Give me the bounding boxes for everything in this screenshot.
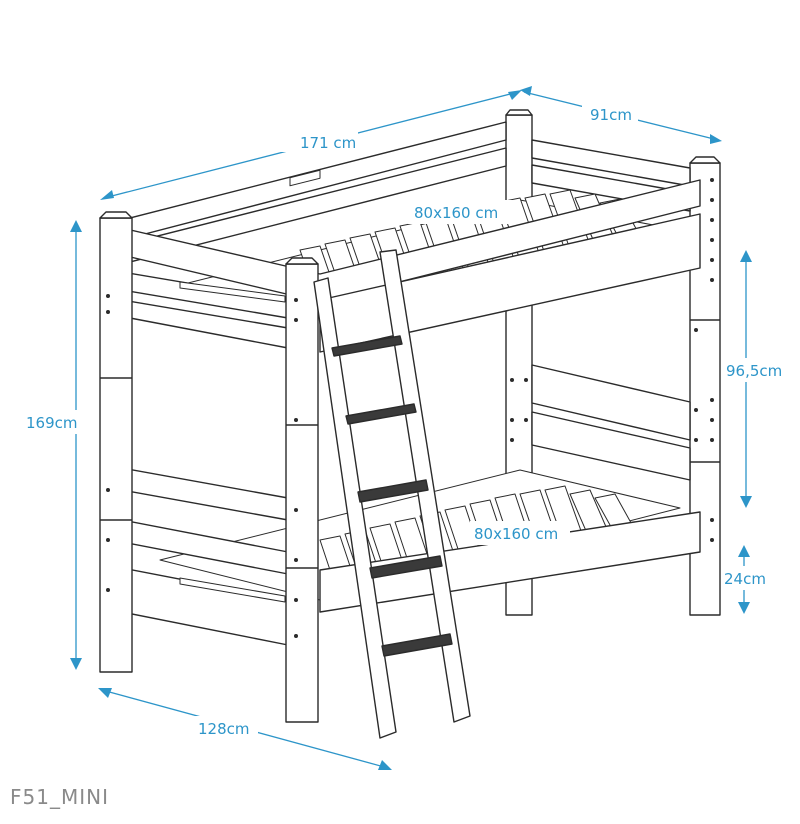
loose-slat: [179, 281, 286, 303]
arrowhead: [70, 658, 82, 670]
front-left-post: [285, 263, 319, 723]
loose-slat: [179, 577, 286, 603]
front-lower-side-rail: [319, 511, 701, 613]
dimension-label-length: 171 cm: [300, 134, 356, 152]
arrowhead: [98, 688, 112, 698]
arrowhead: [740, 250, 752, 262]
ladder-left-rail: [313, 277, 397, 739]
arrowhead: [100, 190, 114, 200]
arrowhead: [738, 545, 750, 557]
post-cap: [99, 211, 133, 219]
ladder-rung: [331, 335, 403, 357]
post-cap: [689, 156, 721, 164]
slat: [289, 169, 321, 187]
ladder-rung: [345, 403, 417, 425]
arrowhead: [378, 760, 392, 770]
dimension-label-width: 91cm: [590, 106, 632, 124]
right-lower-board-2: [531, 411, 691, 481]
arrowhead: [508, 90, 522, 100]
ladder-rung: [381, 633, 453, 657]
post-cap: [285, 257, 319, 265]
dimension-labels: 171 cm 91cm 169cm 80x160 cm 96,5cm 80x16…: [22, 102, 794, 740]
dimension-label-inner-length: 128cm: [198, 720, 250, 738]
dimension-label-clearance: 24cm: [724, 570, 766, 588]
post-cap: [505, 109, 533, 116]
left-end-panel: [129, 317, 289, 561]
bunk-bed-drawing: [99, 109, 721, 739]
ladder: [313, 249, 471, 739]
dimension-label-lower-mattress: 80x160 cm: [474, 525, 558, 543]
ladder-rung: [357, 479, 429, 503]
front-upper-side-rail: [319, 213, 701, 353]
arrowhead: [738, 602, 750, 614]
dimension-label-bunk-spacing: 96,5cm: [726, 362, 782, 380]
arrowhead: [740, 496, 752, 508]
arrowhead: [70, 220, 82, 232]
bolt-holes: [106, 178, 714, 638]
model-name: F51_MINI: [10, 785, 109, 809]
dimension-label-height: 169cm: [26, 414, 78, 432]
back-left-post: [99, 217, 133, 673]
right-lower-board: [531, 364, 691, 441]
arrowhead: [710, 134, 722, 144]
arrowhead: [520, 86, 532, 96]
ladder-rung: [369, 555, 443, 579]
dimension-label-upper-mattress: 80x160 cm: [414, 204, 498, 222]
